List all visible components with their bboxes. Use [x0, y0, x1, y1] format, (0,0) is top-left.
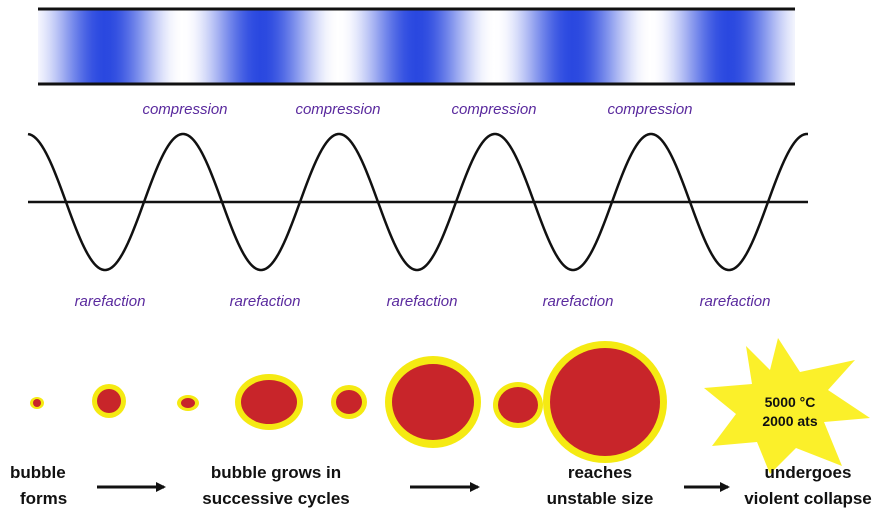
star-pressure: 2000 ats [762, 413, 817, 429]
rarefaction-label: rarefaction [543, 293, 614, 310]
stage-caption: forms [20, 489, 67, 508]
pressure-band [38, 9, 795, 84]
stage-caption: violent collapse [744, 489, 872, 508]
rarefaction-label: rarefaction [700, 293, 771, 310]
rarefaction-label: rarefaction [387, 293, 458, 310]
stage-caption: bubble [10, 463, 66, 482]
bubble [181, 398, 195, 408]
compression-label: compression [607, 101, 692, 118]
bubble-sequence [30, 341, 667, 463]
bubble [241, 380, 297, 424]
bubble [392, 364, 474, 440]
bubble [550, 348, 660, 456]
bubble [336, 390, 362, 414]
stage-caption: successive cycles [202, 489, 349, 508]
star-temperature: 5000 °C [765, 394, 816, 410]
stage-caption: unstable size [547, 489, 654, 508]
collapse-star [704, 338, 870, 474]
compression-label: compression [451, 101, 536, 118]
rarefaction-label: rarefaction [75, 293, 146, 310]
pressure-wave [27, 132, 808, 272]
compression-label: compression [295, 101, 380, 118]
bubble [498, 387, 538, 423]
rarefaction-label: rarefaction [230, 293, 301, 310]
stage-caption: reaches [568, 463, 632, 482]
stage-caption: bubble grows in [211, 463, 341, 482]
stage-caption: undergoes [765, 463, 852, 482]
bubble [97, 389, 121, 413]
bubble [33, 399, 41, 407]
compression-label: compression [142, 101, 227, 118]
